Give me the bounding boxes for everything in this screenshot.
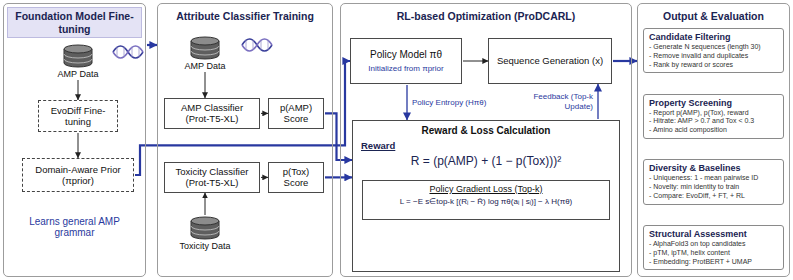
output-box: Property Screening- Report p(AMP), p(Tox…: [643, 94, 784, 139]
flow-arrow: [325, 176, 352, 178]
node-text: - Remove invalid and duplicates: [649, 52, 778, 61]
process-box: Sequence Generation (x): [488, 38, 612, 84]
node-text: - AlphaFold3 on top candidates: [649, 240, 778, 249]
helix-strand: [113, 46, 143, 58]
flow-arrow: [78, 80, 79, 100]
process-box: p(AMP) Score: [268, 98, 324, 129]
dashed-box: Domain-Aware Prior (πprior): [22, 158, 134, 192]
node-label: Candidate Filtering: [649, 32, 778, 42]
node-text: - Novelty: min identity to train: [649, 183, 778, 192]
flow-arrow: [463, 61, 488, 62]
flow-arrow: [205, 72, 206, 98]
process-box: AMP Classifier (Prot-T5-XL): [164, 98, 260, 129]
node-text: L = −E s∈top-k [(Rᵢ − R̄) log πθ(aᵢ | sᵢ…: [369, 197, 603, 206]
dna-helix: [113, 46, 143, 58]
flow-arrow: [613, 60, 637, 62]
node-text: - Generate N sequences (length 30): [649, 43, 778, 52]
edge-label: Policy Entropy (Hπθ): [411, 98, 487, 107]
helix-strand: [242, 39, 272, 51]
node-label: Diversity & Baselines: [649, 163, 778, 173]
database-icon: Toxicity Data: [173, 216, 237, 251]
stage-panel: Output & EvaluationCandidate Filtering- …: [637, 3, 790, 277]
output-box: Candidate Filtering- Generate N sequence…: [643, 28, 784, 73]
calculation-box: Reward & Loss CalculationReward R = (p(AM…: [352, 120, 620, 272]
helix-strand: [242, 39, 272, 51]
node-label: Domain-Aware Prior (πprior): [27, 164, 129, 187]
node-text: Reward: [361, 140, 611, 151]
flow-arrow: [261, 113, 268, 114]
node-label: Foundation Model Fine-tuning: [7, 7, 142, 38]
node-label: Policy Model πθ: [370, 49, 442, 61]
flow-arrow: [325, 113, 352, 160]
node-label: Policy Gradient Loss (Top-k): [369, 184, 603, 194]
stage-panel: RL-based Optimization (ProDCARL) Policy M…: [340, 3, 632, 277]
output-box: Structural Assessment- AlphaFold3 on top…: [643, 225, 784, 270]
formula-box: Policy Gradient Loss (Top-k) L = −E s∈top…: [362, 180, 610, 220]
output-box: Diversity & Baselines- Uniqueness: 1 - m…: [643, 159, 784, 204]
database-icon: AMP Data: [46, 44, 110, 79]
node-text: R = (p(AMP) + (1 − p(Tox)))²: [361, 154, 611, 168]
flow-arrow: [406, 85, 407, 120]
helix-rungs: [117, 47, 139, 57]
node-text: - Uniqueness: 1 - mean pairwise ID: [649, 174, 778, 183]
node-text: - pTM, ipTM, helix content: [649, 249, 778, 258]
process-box: Toxicity Classifier (Prot-T5-XL): [164, 162, 260, 193]
node-label: p(AMP) Score: [273, 102, 319, 125]
node-text: - Embedding: ProtBERT + UMAP: [649, 258, 778, 267]
stage-panel: Foundation Model Fine-tuningLearns gener…: [3, 3, 146, 277]
flow-arrow: [135, 61, 350, 175]
process-box: Policy Model πθ Initialized from πprior: [350, 38, 462, 84]
node-label: AMP Classifier (Prot-T5-XL): [169, 102, 255, 125]
node-label: Toxicity Classifier (Prot-T5-XL): [169, 166, 255, 189]
node-label: Sequence Generation (x): [497, 55, 603, 66]
database-icon: AMP Data: [173, 36, 237, 71]
node-label: Output & Evaluation: [638, 4, 789, 22]
node-text: - Rank by reward or scores: [649, 61, 778, 70]
helix-rungs: [246, 40, 268, 50]
flow-arrow: [261, 177, 268, 178]
database-cylinder: [190, 216, 220, 240]
node-text: - Compare: EvoDiff, + FT, + RL: [649, 192, 778, 201]
node-text: Learns general AMP grammar: [4, 216, 145, 238]
node-text: Initialized from πprior: [368, 64, 443, 74]
flow-arrow: [597, 84, 598, 119]
flow-arrow: [147, 44, 157, 46]
process-box: p(Tox) Score: [268, 162, 324, 193]
node-label: Attribute Classifier Training: [158, 4, 332, 22]
node-text: - Report p(AMP), p(Tox), reward: [649, 109, 778, 118]
node-label: p(Tox) Score: [273, 166, 319, 189]
node-label: AMP Data: [46, 69, 110, 79]
helix-strand: [113, 46, 143, 58]
flow-arrow: [205, 193, 206, 215]
node-label: EvoDiff Fine-tuning: [43, 105, 113, 128]
node-text: - Hitrate: AMP > 0.7 and Tox < 0.3: [649, 117, 778, 126]
database-cylinder: [63, 44, 93, 68]
node-label: RL-based Optimization (ProDCARL): [341, 4, 631, 22]
database-cylinder: [190, 36, 220, 60]
flow-arrow: [78, 133, 79, 158]
node-label: Structural Assessment: [649, 229, 778, 239]
node-label: AMP Data: [173, 61, 237, 71]
node-label: Property Screening: [649, 98, 778, 108]
stage-panel: Attribute Classifier TrainingAMP DataAMP…: [157, 3, 333, 277]
node-text: - Amino acid composition: [649, 126, 778, 135]
dna-helix: [242, 39, 272, 51]
node-label: Toxicity Data: [173, 241, 237, 251]
node-label: Reward & Loss Calculation: [361, 125, 611, 136]
dashed-box: EvoDiff Fine-tuning: [38, 100, 118, 132]
edge-label: Feedback (Top-k Update): [510, 92, 594, 110]
